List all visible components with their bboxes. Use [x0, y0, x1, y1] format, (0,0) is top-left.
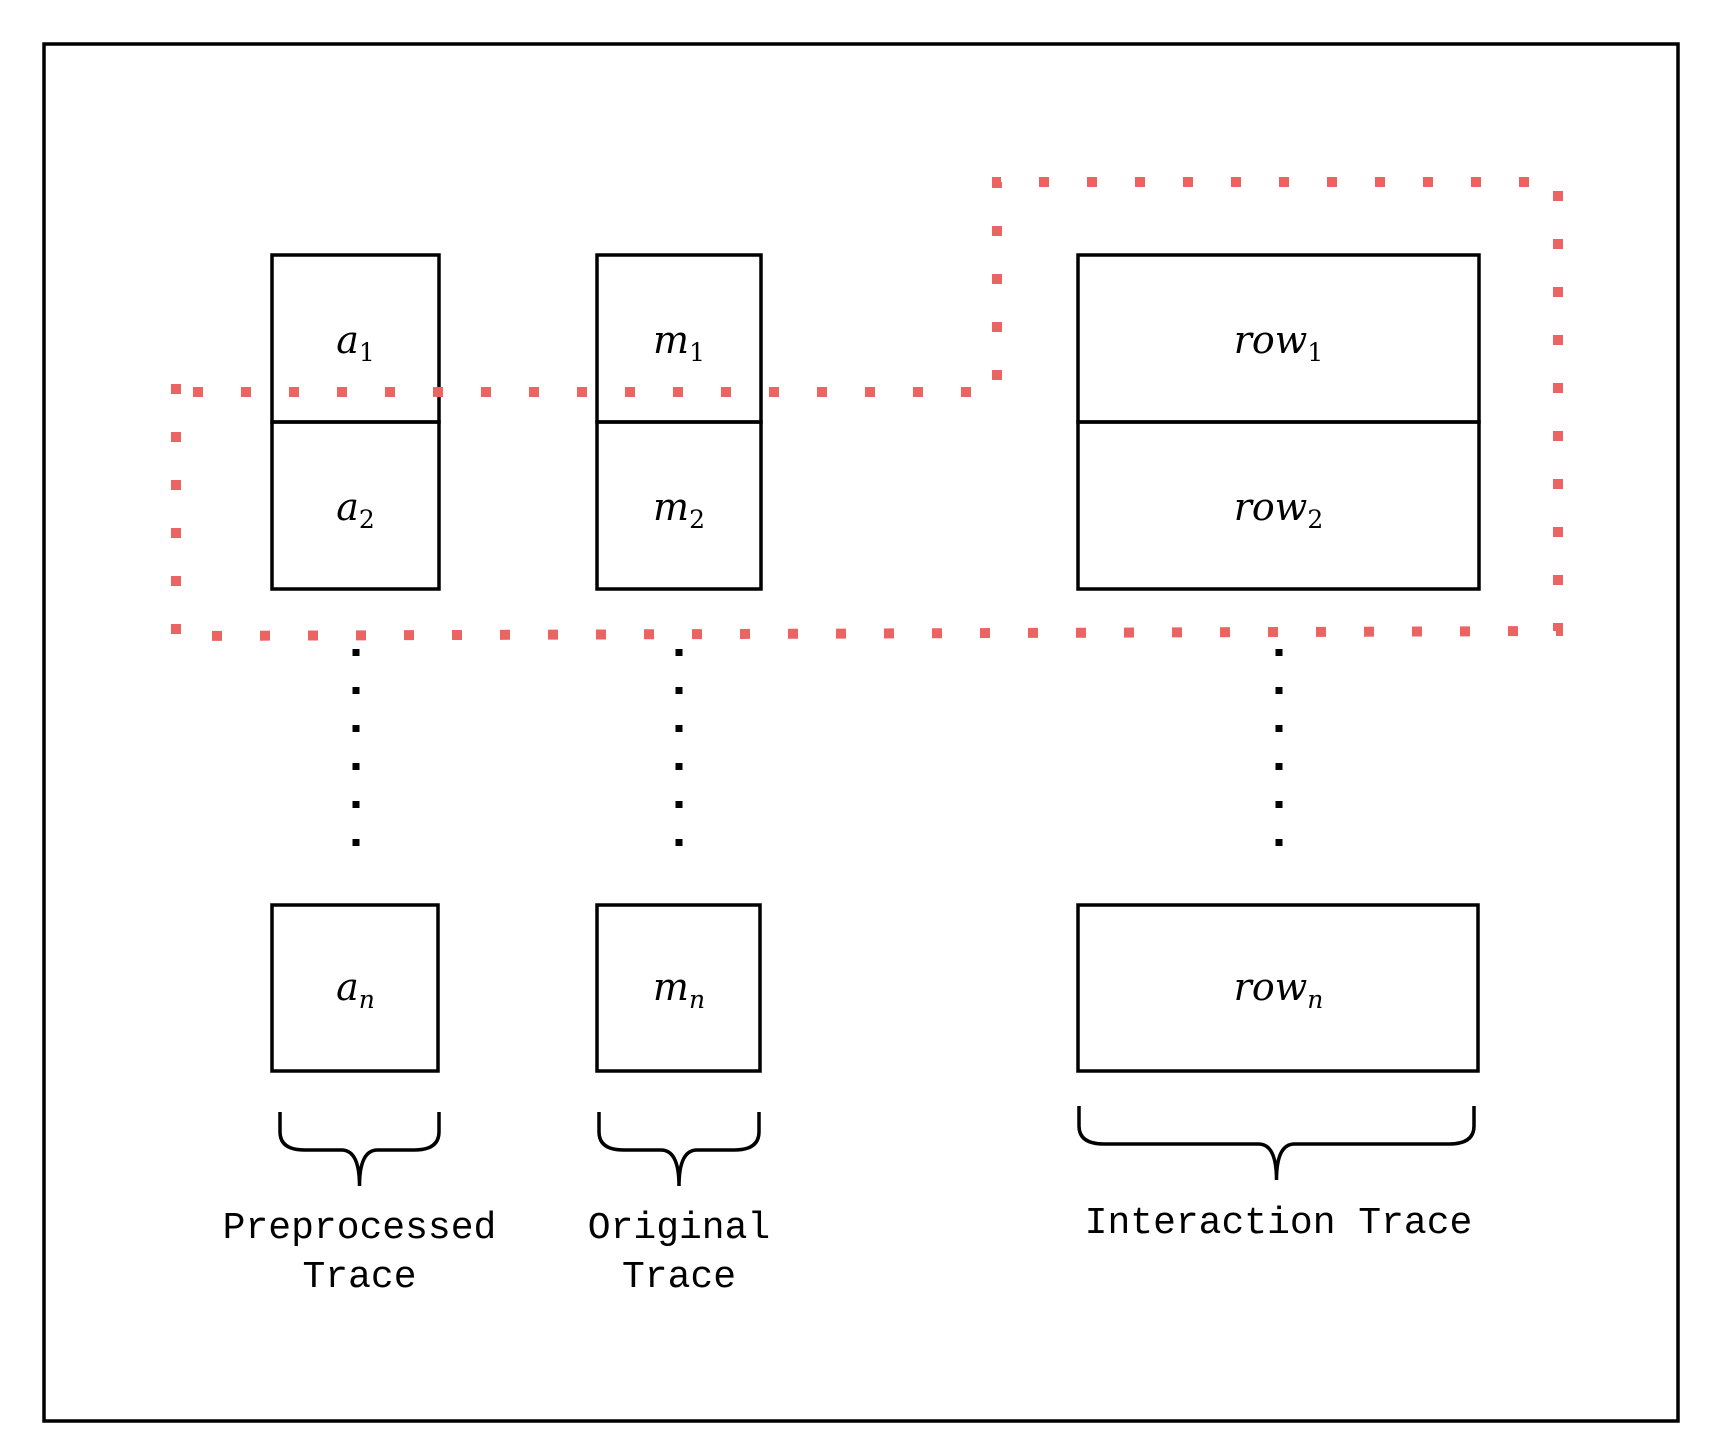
original-cell-1-label: m1	[653, 318, 705, 367]
interaction-cell-n	[1076, 903, 1480, 1073]
preprocessed-cell-n-label: an	[336, 965, 375, 1014]
original-label-line-1: Original	[588, 1207, 770, 1250]
preprocessed-label-line-2: Trace	[302, 1256, 416, 1299]
original-cell-2	[595, 420, 763, 591]
preprocessed-cell-2-label: a2	[336, 485, 375, 534]
interaction-cell-2	[1076, 420, 1481, 591]
original-cell-n	[595, 903, 762, 1073]
original-cell-n-label: mn	[653, 965, 705, 1014]
interaction-cell-1-label: row1	[1234, 318, 1323, 367]
interaction-cell-n-label: rown	[1234, 965, 1324, 1014]
interaction-cell-2-label: row2	[1234, 485, 1323, 534]
preprocessed-cell-1-label: a1	[336, 318, 375, 367]
preprocessed-cell-n	[270, 903, 440, 1073]
original-cell-2-label: m2	[653, 485, 705, 534]
original-brace	[597, 1112, 761, 1187]
interaction-brace	[1077, 1106, 1476, 1181]
interaction-label-line-1: Interaction Trace	[1085, 1202, 1473, 1245]
frame	[42, 42, 1680, 1423]
preprocessed-brace	[278, 1112, 441, 1187]
preprocessed-cell-2	[270, 420, 441, 591]
original-label-line-2: Trace	[622, 1256, 736, 1299]
preprocessed-label-line-1: Preprocessed	[223, 1207, 497, 1250]
highlight-region	[171, 177, 1563, 642]
